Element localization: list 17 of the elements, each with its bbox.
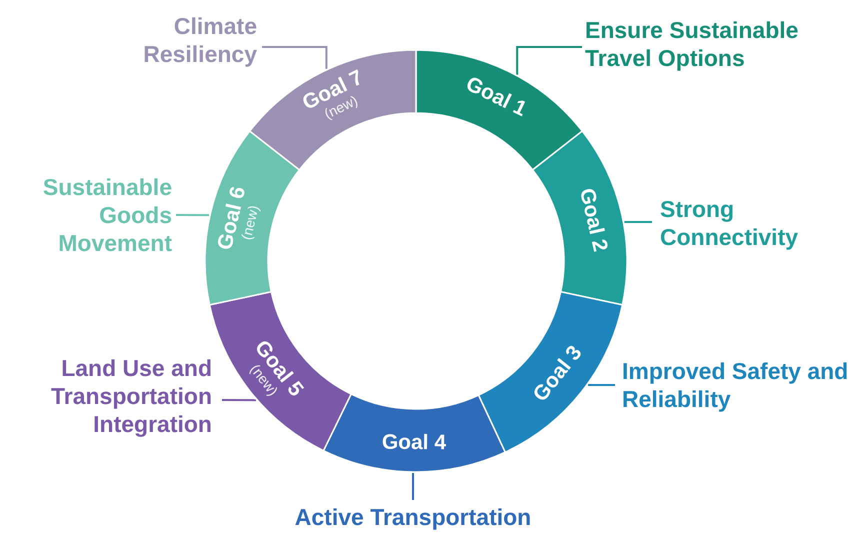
goal-title: Climate Resiliency — [105, 12, 257, 68]
goal-number: Goal 2 — [575, 186, 612, 254]
goal-title: Improved Safety and Reliability — [622, 357, 850, 413]
goal-title: Active Transportation — [263, 503, 563, 531]
goal-title: Sustainable Goods Movement — [0, 173, 172, 257]
leader-line — [412, 472, 414, 500]
leader-line — [624, 221, 652, 223]
goal-title: Ensure Sustainable Travel Options — [585, 16, 850, 72]
leader-line — [262, 46, 328, 69]
leader-line — [588, 384, 615, 386]
goal-number: Goal 4 — [382, 432, 447, 454]
leader-line — [176, 214, 210, 216]
goal-number: Goal 1 — [462, 73, 530, 122]
goal-title: Strong Connectivity — [660, 195, 840, 251]
goal-title: Land Use and Transportation Integration — [12, 354, 212, 438]
leader-line — [222, 399, 256, 402]
leader-line — [516, 46, 582, 75]
